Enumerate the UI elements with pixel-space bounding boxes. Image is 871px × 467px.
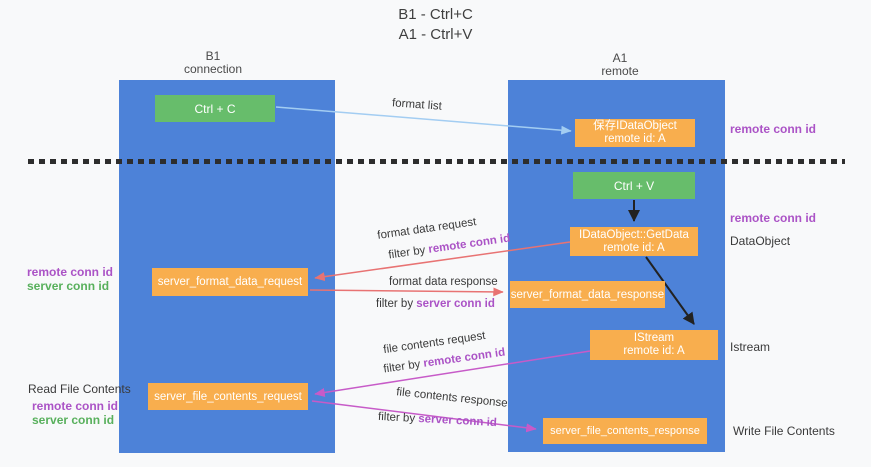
format-list-label: format list (391, 97, 443, 113)
remote-conn-id-annotation-top: remote conn id (730, 122, 817, 136)
diagram-title-line1: B1 - Ctrl+C (398, 6, 473, 23)
filter-by-text: filter by (376, 298, 414, 310)
filter-by-server-conn-id-label-2: filter by server conn id (378, 411, 497, 429)
idataobject-getdata-line1: IDataObject::GetData (579, 228, 689, 241)
server-file-contents-response-label: server_file_contents_response (550, 425, 700, 437)
phase-separator-dashed-line (28, 159, 845, 164)
lifeline-header-b1: B1 connection (153, 50, 273, 76)
lifeline-b1-role: connection (183, 62, 243, 76)
filter-by-text: filter by (377, 410, 416, 425)
save-idataobject-line1: 保存IDataObject (593, 120, 677, 132)
lifeline-header-a1: A1 remote (560, 52, 680, 78)
filter-by-server-conn-id-label-1: filter by server conn id (376, 298, 495, 310)
istream-line1: IStream (633, 332, 675, 344)
remote-conn-id-left-top: remote conn id (27, 265, 114, 279)
filter-by-text: filter by (387, 244, 427, 262)
format-data-request-label: format data request (376, 216, 478, 242)
diagram-title-line2: A1 - Ctrl+V (398, 26, 473, 43)
conn-id-block-top: remote conn id server conn id (27, 265, 113, 293)
remote-conn-id-annotation-mid: remote conn id (730, 211, 817, 225)
idataobject-getdata-line2: remote id: A (603, 241, 665, 254)
lifeline-a1-name: A1 (612, 51, 628, 65)
istream-annotation: Istream (730, 340, 771, 354)
remote-conn-id-text: remote conn id (422, 346, 506, 370)
server-format-data-response-label: server_format_data_response (510, 288, 665, 301)
filter-by-text: filter by (382, 358, 422, 376)
conn-id-block-bottom: remote conn id server conn id (32, 399, 118, 427)
ctrl-v-node: Ctrl + V (573, 172, 695, 199)
istream-line2: remote id: A (623, 345, 685, 357)
istream-node: IStream remote id: A (590, 330, 718, 360)
server-conn-id-text: server conn id (417, 413, 498, 430)
idataobject-getdata-node: IDataObject::GetData remote id: A (570, 227, 698, 256)
ctrl-c-node: Ctrl + C (155, 95, 275, 122)
format-data-response-label: format data response (389, 276, 498, 288)
read-file-contents-annotation: Read File Contents (28, 382, 131, 396)
write-file-contents-annotation: Write File Contents (733, 424, 835, 438)
lifeline-b1-name: B1 (205, 49, 221, 63)
format-data-response-arrow (309, 287, 504, 297)
server-conn-id-left-top: server conn id (27, 279, 110, 293)
server-conn-id-text: server conn id (416, 298, 495, 310)
file-contents-response-label: file contents response (395, 386, 509, 410)
ctrl-v-label: Ctrl + V (613, 178, 655, 193)
remote-conn-id-left-bottom: remote conn id (32, 399, 119, 413)
server-format-data-request-label: server_format_data_request (157, 276, 303, 288)
save-idataobject-line2: remote id: A (604, 133, 666, 145)
save-idataobject-node: 保存IDataObject remote id: A (575, 119, 695, 147)
lifeline-a1-role: remote (601, 64, 639, 78)
server-file-contents-request-label: server_file_contents_request (154, 390, 302, 403)
server-file-contents-request-node: server_file_contents_request (148, 383, 308, 410)
server-format-data-response-node: server_format_data_response (510, 281, 665, 308)
dataobject-annotation: DataObject (730, 234, 791, 248)
server-conn-id-left-bottom: server conn id (32, 413, 115, 427)
server-format-data-request-node: server_format_data_request (152, 268, 308, 296)
remote-conn-id-text: remote conn id (427, 232, 511, 256)
server-file-contents-response-node: server_file_contents_response (543, 418, 707, 444)
ctrl-c-label: Ctrl + C (194, 101, 236, 116)
